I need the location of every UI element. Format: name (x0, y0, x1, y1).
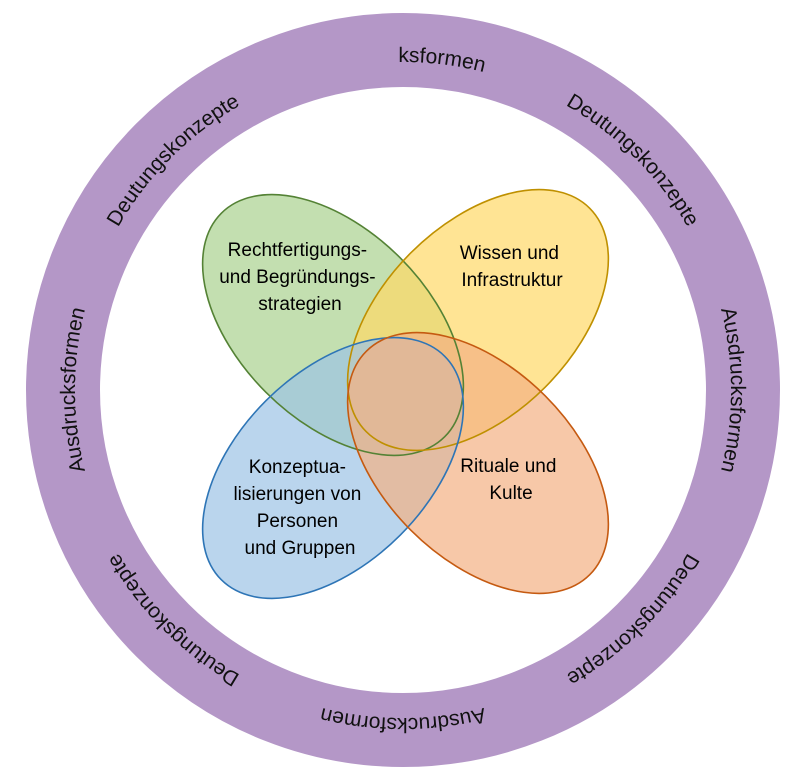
petal-yellow-outline (346, 188, 610, 452)
outer-ring (26, 13, 780, 767)
petal-blue-line-1: Konzeptua- (249, 457, 346, 478)
petal-blue-outline (201, 336, 465, 600)
petal-orange-outline (346, 331, 610, 595)
petal-green-line-1: Rechtfertigungs- (228, 240, 367, 261)
petal-yellow-line-1: Wissen und (460, 243, 559, 264)
petal-orange-line-2: Kulte (489, 483, 532, 504)
petal-orange (347, 332, 609, 594)
petal-yellow-line-2: Infrastruktur (461, 270, 563, 291)
petal-green-line-3: strategien (258, 294, 341, 315)
petal-label-orange: Rituale und Kulte (460, 456, 561, 504)
petal-blue-line-3: Personen (257, 511, 338, 532)
petal-orange-line-1: Rituale und (460, 456, 556, 477)
petal-green-line-2: und Begründungs- (219, 267, 375, 288)
petal-blue-line-2: lisierungen von (233, 484, 361, 505)
petal-label-yellow: Wissen und Infrastruktur (460, 243, 565, 291)
petal-label-green: Rechtfertigungs- und Begründungs- strate… (219, 240, 381, 315)
petal-blue-line-4: und Gruppen (245, 538, 356, 559)
petal-green-outline (201, 193, 465, 457)
petal-label-blue: Konzeptua- lisierungen von Personen und … (233, 457, 366, 559)
